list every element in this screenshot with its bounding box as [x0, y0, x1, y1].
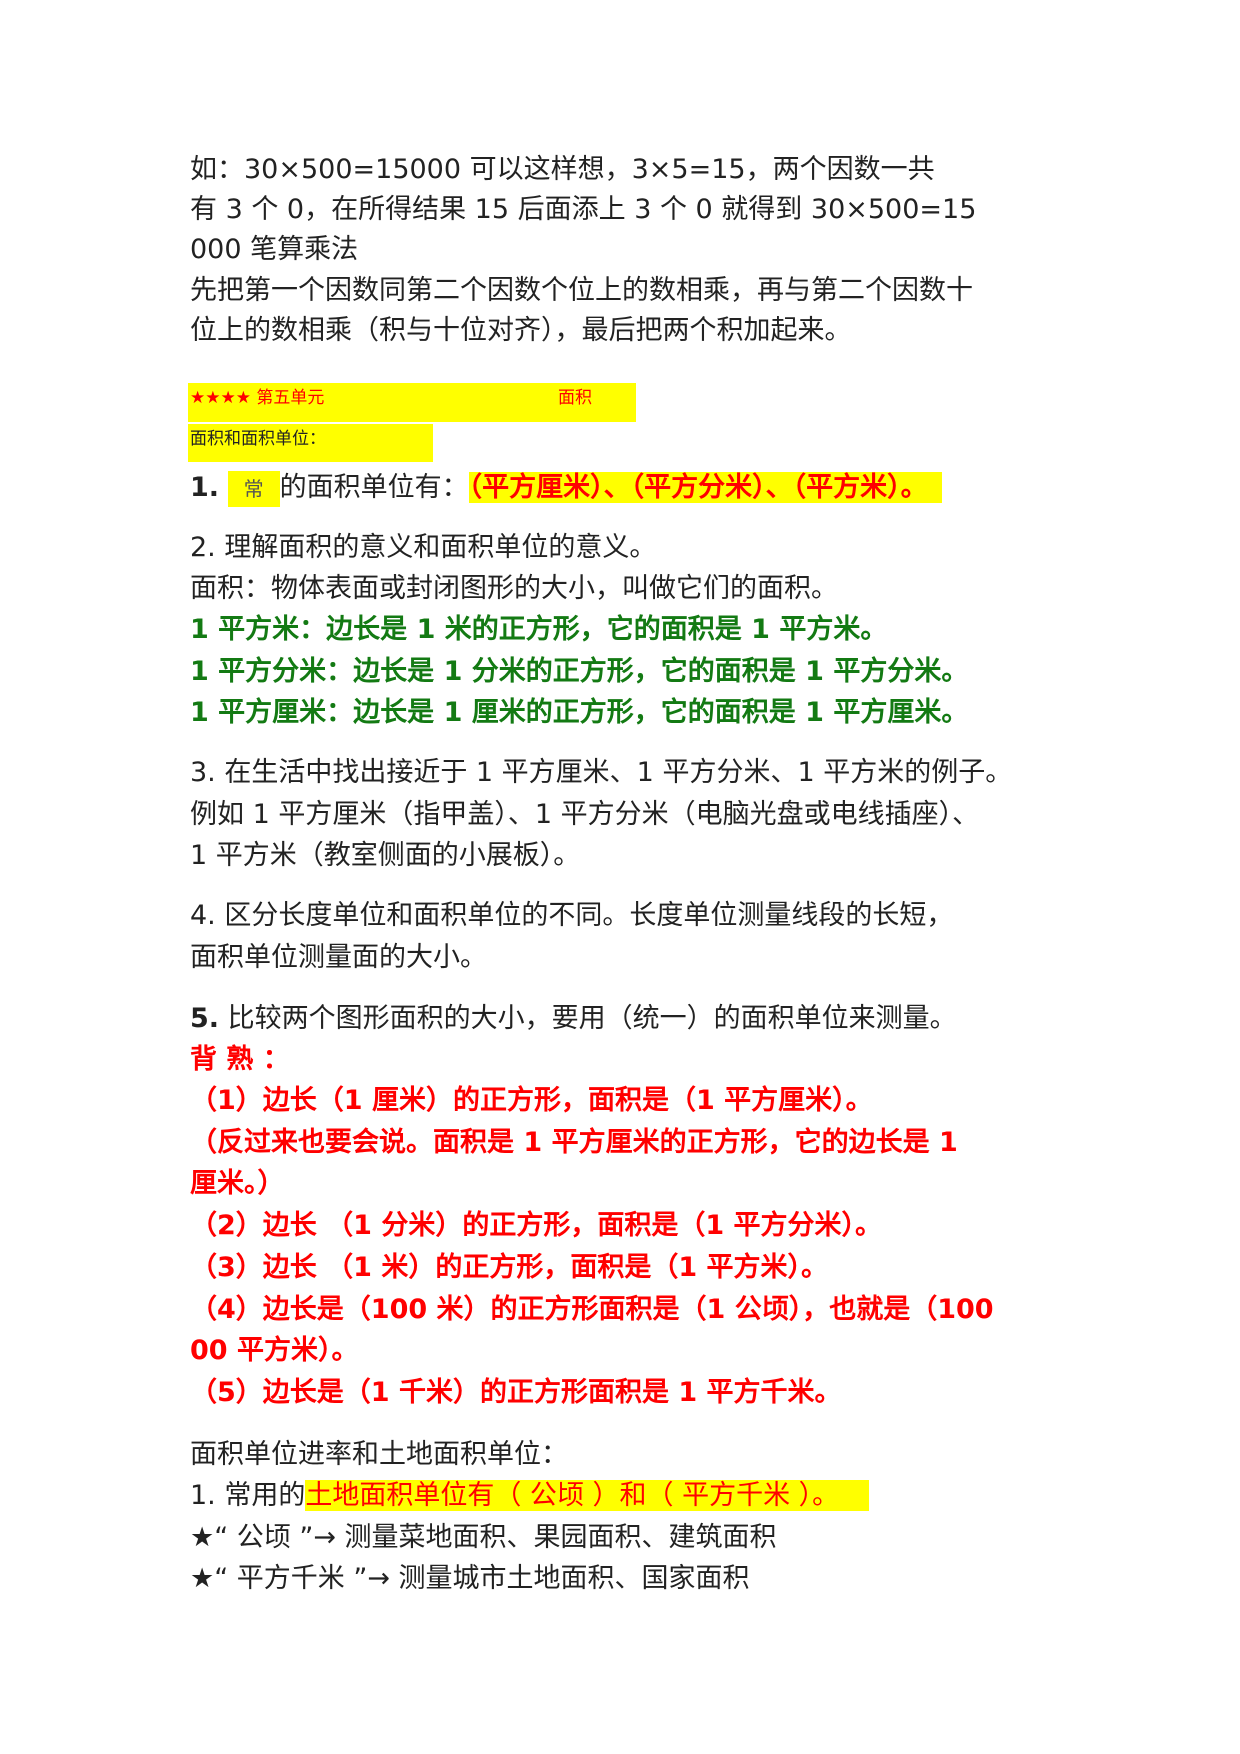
item-1-garbled: 常 — [227, 471, 280, 507]
land-units-answer: 土地面积单位有（ 公顷 ）和（ 平方千米 ）。 — [305, 1480, 870, 1511]
intro-line-5: 位上的数相乘（积与十位对齐），最后把两个积加起来。 — [190, 315, 852, 346]
item-4-line-2: 面积单位测量面的大小。 — [190, 942, 487, 973]
land-units-line: 1. 常用的土地面积单位有（ 公顷 ）和（ 平方千米 ）。 — [190, 1478, 870, 1514]
item-3-line-2: 例如 1 平方厘米（指甲盖）、1 平方分米（电脑光盘或电线插座）、 — [190, 799, 980, 830]
subtitle-highlight — [188, 424, 433, 462]
memorize-1-reverse: （反过来也要会说。面积是 1 平方厘米的正方形，它的边长是 1 — [190, 1127, 958, 1158]
item-3-line-3: 1 平方米（教室侧面的小展板）。 — [190, 840, 581, 871]
land-units-prefix: 1. 常用的 — [190, 1480, 306, 1511]
land-units-title: 面积单位进率和土地面积单位： — [190, 1439, 568, 1470]
unit-header-highlight — [188, 383, 636, 422]
item-1-units: （平方厘米）、（平方分米）、（平方米）。 — [468, 472, 942, 503]
sq-meter-def: 1 平方米：边长是 1 米的正方形，它的面积是 1 平方米。 — [190, 614, 888, 645]
item-3-line-1: 3. 在生活中找出接近于 1 平方厘米、1 平方分米、1 平方米的例子。 — [190, 757, 1013, 788]
sq-decimeter-def: 1 平方分米：边长是 1 分米的正方形，它的面积是 1 平方分米。 — [190, 656, 969, 687]
unit-header-topic: 面积 — [558, 388, 592, 408]
area-definition: 面积：物体表面或封闭图形的大小，叫做它们的面积。 — [190, 573, 838, 604]
memorize-5: （5）边长是（1 千米）的正方形面积是 1 平方千米。 — [190, 1377, 842, 1408]
item-5-number: 5. — [190, 1003, 220, 1034]
unit-subtitle: 面积和面积单位： — [190, 429, 326, 449]
item-1: 1. 常的面积单位有：（平方厘米）、（平方分米）、（平方米）。 — [190, 470, 942, 507]
item-2-title: 2. 理解面积的意义和面积单位的意义。 — [190, 532, 657, 563]
memorize-4-cont: 00 平方米）。 — [190, 1335, 359, 1366]
item-4-line-1: 4. 区分长度单位和面积单位的不同。长度单位测量线段的长短， — [190, 900, 954, 931]
intro-line-4: 先把第一个因数同第二个因数个位上的数相乘，再与第二个因数十 — [190, 275, 973, 306]
hectare-usage: ★“ 公顷 ”→ 测量菜地面积、果园面积、建筑面积 — [190, 1522, 777, 1553]
item-1-number: 1. — [190, 472, 220, 503]
memorize-1-reverse-cont: 厘米。） — [190, 1168, 285, 1199]
item-1-text: 的面积单位有： — [279, 472, 469, 503]
intro-line-3: 000 笔算乘法 — [190, 234, 359, 265]
intro-line-2: 有 3 个 0，在所得结果 15 后面添上 3 个 0 就得到 30×500=1… — [190, 194, 977, 225]
memorize-heading: 背 熟 ： — [190, 1044, 290, 1075]
sq-km-usage: ★“ 平方千米 ”→ 测量城市土地面积、国家面积 — [190, 1563, 750, 1594]
memorize-1: （1）边长（1 厘米）的正方形，面积是（1 平方厘米）。 — [190, 1085, 873, 1116]
intro-line-1: 如：30×500=15000 可以这样想，3×5=15，两个因数一共 — [190, 154, 935, 185]
unit-header-title: ★★★★ 第五单元 — [190, 388, 325, 408]
memorize-4: （4）边长是（100 米）的正方形面积是（1 公顷），也就是（100 — [190, 1294, 994, 1325]
item-5: 5. 比较两个图形面积的大小，要用（统一）的面积单位来测量。 — [190, 1001, 957, 1037]
sq-centimeter-def: 1 平方厘米：边长是 1 厘米的正方形，它的面积是 1 平方厘米。 — [190, 697, 969, 728]
memorize-2: （2）边长 （1 分米）的正方形，面积是（1 平方分米）。 — [190, 1210, 883, 1241]
memorize-3: （3）边长 （1 米）的正方形，面积是（1 平方米）。 — [190, 1252, 829, 1283]
item-5-text: 比较两个图形面积的大小，要用（统一）的面积单位来测量。 — [219, 1003, 957, 1034]
